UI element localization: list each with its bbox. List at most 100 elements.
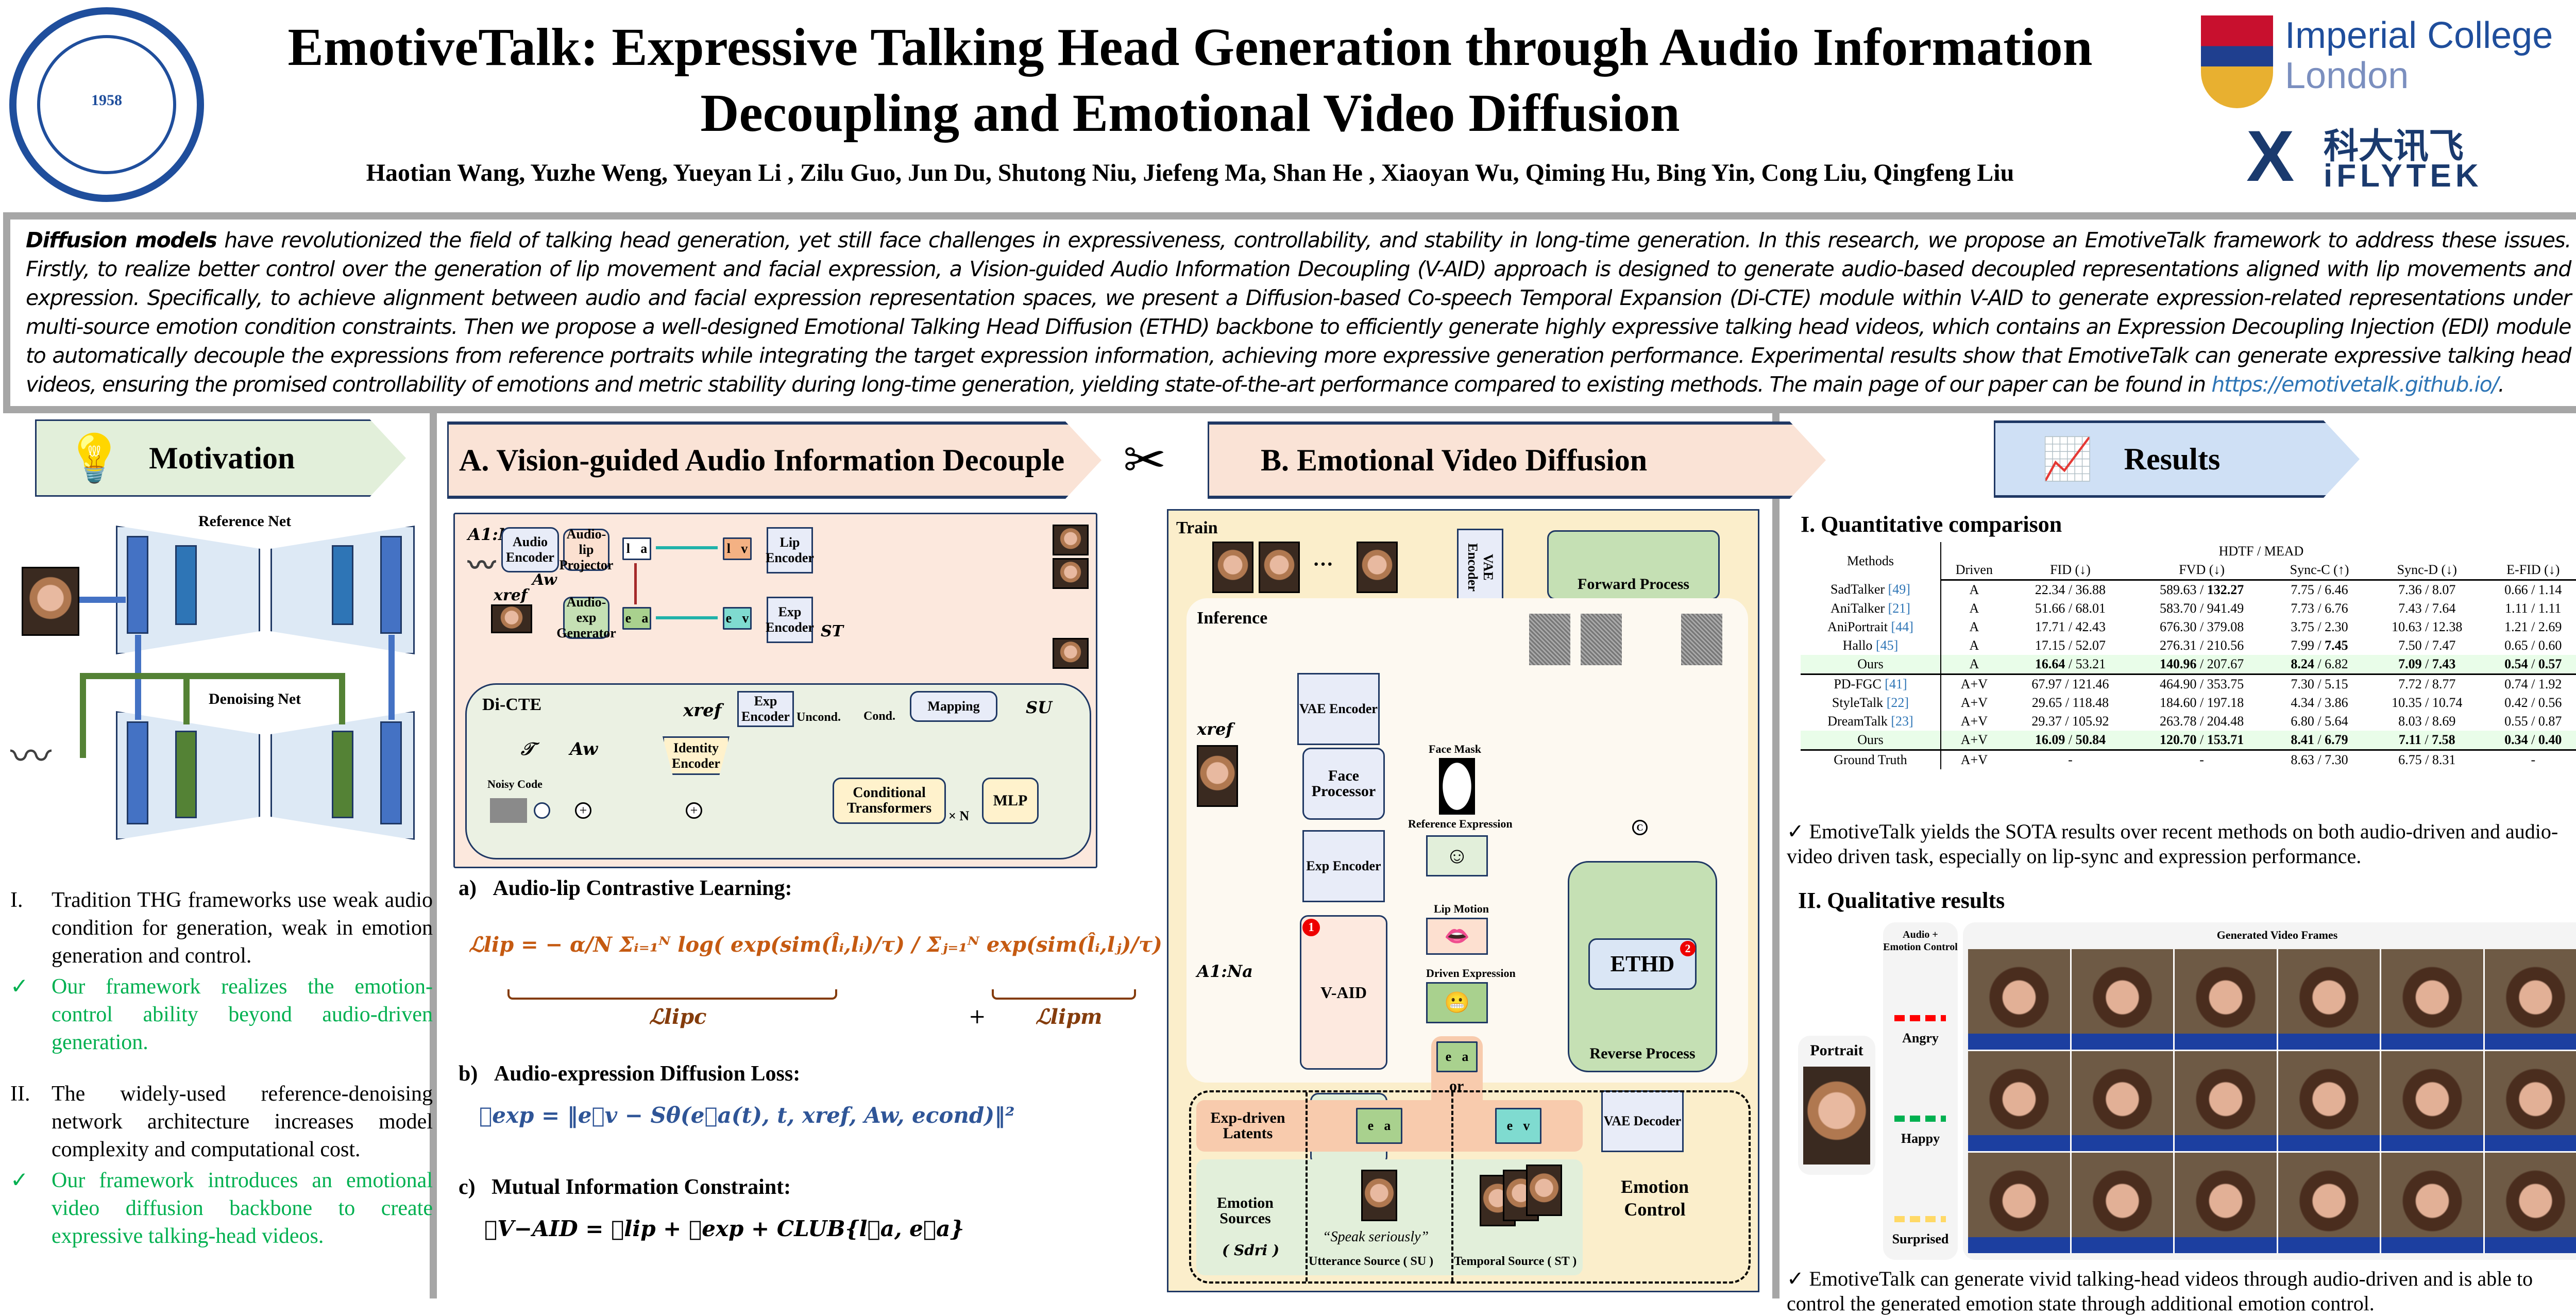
dicte-title: Di-CTE xyxy=(482,695,541,715)
dicte-module: Di-CTE xref Exp Encoder Uncond. Cond. Ma… xyxy=(465,683,1091,859)
poster-title: EmotiveTalk: Expressive Talking Head Gen… xyxy=(216,14,2164,146)
generated-frames-panel: Generated Video Frames xyxy=(1963,922,2576,1260)
generated-frame-image xyxy=(1968,1153,2070,1253)
noise-frame xyxy=(1681,614,1722,665)
exp-driven-latents-label: Exp-driven Latents xyxy=(1199,1103,1297,1149)
motivation-point: ✓Our framework introduces an emotional v… xyxy=(10,1167,433,1250)
syncc-cell: 3.75 / 2.30 xyxy=(2270,618,2369,636)
denoise-block xyxy=(127,721,148,824)
generated-frame-image xyxy=(2072,949,2174,1050)
point-marker: I. xyxy=(10,886,52,970)
value: 0.54 xyxy=(2504,656,2528,671)
lv-latent: l⃗v xyxy=(723,537,752,560)
method-cell: DreamTalk [23] xyxy=(1801,712,1941,731)
ref-block xyxy=(175,545,197,625)
fvd-cell: 583.70 / 941.49 xyxy=(2133,599,2270,618)
motivation-diagram: Reference Net Denoising Net 〰 xyxy=(15,495,428,886)
divider xyxy=(1306,1092,1308,1281)
efid-cell: 1.21 / 2.69 xyxy=(2485,618,2576,636)
audio-encoder-box: Audio Encoder xyxy=(501,527,559,572)
dicte-aw-label: Aw xyxy=(570,739,598,760)
quantitative-comparison-heading: I. Quantitative comparison xyxy=(1801,511,2062,537)
ea-latent: e⃗a xyxy=(1436,1041,1478,1072)
citation-link[interactable]: [41] xyxy=(1885,677,1907,691)
add-icon: + xyxy=(575,802,591,819)
motivation-point: ✓Our framework realizes the emotion-cont… xyxy=(10,973,433,1056)
driven-cell: A xyxy=(1941,618,2007,636)
results-banner: 📈 Results xyxy=(1994,420,2360,498)
generated-frame-image xyxy=(2381,949,2483,1050)
driven-cell: A xyxy=(1941,580,2007,600)
fvd-cell: - xyxy=(2133,750,2270,770)
iflytek-mark-icon: X xyxy=(2246,117,2294,195)
col-header-sync-d: Sync-D (↓) xyxy=(2369,561,2485,580)
syncd-cell: 7.09 / 7.43 xyxy=(2369,655,2485,674)
value: 0.34 xyxy=(2504,732,2528,747)
iflytek-english-name: iFLYTEK xyxy=(2324,158,2483,194)
syncc-cell: 7.75 / 6.46 xyxy=(2270,580,2369,600)
efid-cell: 1.11 / 1.11 xyxy=(2485,599,2576,618)
face-mask-icon xyxy=(1439,758,1475,815)
v-aid-equations: a) Audio-lip Contrastive Learning: ℒlip … xyxy=(459,876,1144,1298)
ustc-logo: 1958 xyxy=(9,7,204,202)
generated-frame-image xyxy=(2485,1153,2576,1253)
driven-cell: A+V xyxy=(1941,712,2007,731)
syncd-cell: 10.63 / 12.38 xyxy=(2369,618,2485,636)
method-name: AniPortrait xyxy=(1827,619,1888,634)
audio-waveform-icon: 〰 xyxy=(468,543,496,583)
citation-link[interactable]: [22] xyxy=(1887,695,1909,710)
control-header: Audio + Emotion Control xyxy=(1883,929,1958,953)
reference-portrait-image xyxy=(491,604,532,633)
col-header-fid: FID (↓) xyxy=(2007,561,2133,580)
su-label: SU xyxy=(1026,698,1052,717)
exp-loss-formula: ℒexp = ‖e⃗v − Sθ(e⃗a(t), t, xref, Aw, ec… xyxy=(479,1103,1015,1128)
fid-cell: 29.37 / 105.92 xyxy=(2007,712,2133,731)
citation-link[interactable]: [23] xyxy=(1891,714,1913,729)
vaid-step-badge: 1 xyxy=(1302,919,1320,936)
emotion-arrow-icon xyxy=(1894,1216,1946,1222)
syncc-cell: 7.99 / 7.45 xyxy=(2270,636,2369,655)
temporal-face-image xyxy=(1526,1165,1562,1216)
ev-latent: e⃗v xyxy=(723,607,752,630)
audio-input-label: A1:Na xyxy=(1197,961,1253,981)
value: 6.79 xyxy=(2325,732,2348,747)
audio-waveform-icon: 〰 xyxy=(10,732,77,783)
fid-cell: 29.65 / 118.48 xyxy=(2007,694,2133,712)
efid-cell: 0.34 / 0.40 xyxy=(2485,731,2576,750)
brace-lipm xyxy=(992,989,1136,1000)
citation-link[interactable]: [44] xyxy=(1891,619,1913,634)
lip-encoder-box: Lip Encoder xyxy=(767,527,813,573)
fid-cell: 16.09 / 50.84 xyxy=(2007,731,2133,750)
la-latent: l⃗a xyxy=(622,537,651,560)
denoise-audio-block xyxy=(332,731,353,818)
syncc-cell: 8.41 / 6.79 xyxy=(2270,731,2369,750)
audio-condition-arrow xyxy=(183,673,190,724)
citation-link[interactable]: [49] xyxy=(1888,582,1910,597)
imperial-college-logo: Imperial College London xyxy=(2195,10,2576,113)
sinusoid-icon xyxy=(534,802,550,819)
citation-link[interactable]: [21] xyxy=(1888,601,1910,616)
generated-frame-image xyxy=(2278,1153,2380,1253)
method-name: Hallo xyxy=(1843,638,1873,653)
value: 16.09 xyxy=(2035,732,2065,747)
citation-link[interactable]: [45] xyxy=(1876,638,1898,653)
project-page-link[interactable]: https://emotivetalk.github.io/ xyxy=(2211,372,2498,397)
line-chart-icon: 📈 xyxy=(2042,435,2093,483)
driven-expression-icon: 😬 xyxy=(1426,982,1488,1023)
times-n-label: × N xyxy=(948,808,969,824)
method-name: PD-FGC xyxy=(1834,677,1881,691)
generated-frame-image xyxy=(1968,1051,2070,1152)
method-name: Ground Truth xyxy=(1834,752,1907,767)
generated-frame-image xyxy=(2072,1153,2174,1253)
noise-frame xyxy=(1581,614,1622,665)
ustc-logo-year: 1958 xyxy=(16,92,197,109)
portrait-label: Portrait xyxy=(1798,1042,1875,1059)
video-frame-image xyxy=(1053,525,1089,555)
